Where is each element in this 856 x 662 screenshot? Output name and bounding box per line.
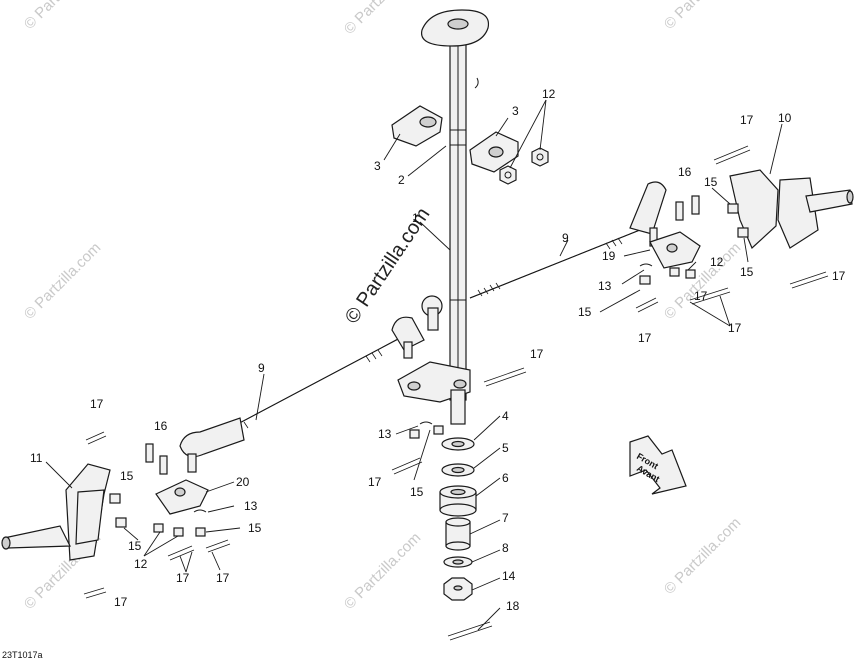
column-bottom-stack xyxy=(439,437,477,601)
callout-17: 17 xyxy=(176,571,190,585)
callout-17: 17 xyxy=(832,269,846,283)
callout-17: 17 xyxy=(90,397,104,411)
callout-16: 16 xyxy=(154,419,168,433)
callout-12: 12 xyxy=(710,255,724,269)
callout-16: 16 xyxy=(678,165,692,179)
small-hardware xyxy=(109,203,749,537)
tie-rod-left xyxy=(179,307,439,473)
callout-13: 13 xyxy=(598,279,612,293)
callout-9: 9 xyxy=(258,361,265,375)
callout-12: 12 xyxy=(134,557,148,571)
callout-13: 13 xyxy=(378,427,392,441)
callout-15: 15 xyxy=(128,539,142,553)
callout-17: 17 xyxy=(216,571,230,585)
callout-15: 15 xyxy=(740,265,754,279)
callout-6: 6 xyxy=(502,471,509,485)
callout-17: 17 xyxy=(638,331,652,345)
callouts: 1 2 3 3 12 17 10 16 15 9 19 12 15 13 17 … xyxy=(30,87,846,613)
callout-15: 15 xyxy=(120,469,134,483)
leader-lines xyxy=(45,99,783,631)
callout-11: 11 xyxy=(30,451,43,465)
callout-17: 17 xyxy=(740,113,754,127)
watermark-group: © Partzilla.com © Partzilla.com © Partzi… xyxy=(21,0,744,613)
callout-18: 18 xyxy=(506,599,520,613)
callout-10: 10 xyxy=(778,111,792,125)
callout-8: 8 xyxy=(502,541,509,555)
front-direction-arrow: Front Avant xyxy=(629,435,687,495)
callout-17: 17 xyxy=(368,475,382,489)
callout-13: 13 xyxy=(244,499,258,513)
watermark: © Partzilla.com xyxy=(341,0,424,38)
callout-12: 12 xyxy=(542,87,556,101)
bolts-right xyxy=(675,195,700,221)
watermark: © Partzilla.com xyxy=(341,529,424,612)
callout-17: 17 xyxy=(114,595,128,609)
callout-7: 7 xyxy=(502,511,509,525)
callout-3: 3 xyxy=(374,159,381,173)
callout-15: 15 xyxy=(248,521,262,535)
reference-code: 23T1017a xyxy=(2,650,43,660)
watermark: © Partzilla.com xyxy=(661,0,744,33)
pitman-arm-right xyxy=(649,231,701,269)
watermark: © Partzilla.com xyxy=(21,239,104,322)
watermark: © Partzilla.com xyxy=(661,514,744,597)
callout-15: 15 xyxy=(410,485,424,499)
column-lower-bracket xyxy=(397,361,471,425)
watermark: © Partzilla.com xyxy=(21,0,104,33)
callout-17: 17 xyxy=(530,347,544,361)
cotter-pins xyxy=(83,145,829,641)
pitman-arm-left xyxy=(155,479,209,515)
steering-column xyxy=(420,9,490,401)
callout-19: 19 xyxy=(602,249,616,263)
callout-14: 14 xyxy=(502,569,516,583)
spindle-right xyxy=(729,169,854,250)
callout-20: 20 xyxy=(236,475,250,489)
callout-17: 17 xyxy=(728,321,742,335)
callout-17: 17 xyxy=(694,289,708,303)
callout-4: 4 xyxy=(502,409,509,423)
column-bushing xyxy=(391,105,519,173)
callout-5: 5 xyxy=(502,441,509,455)
callout-15: 15 xyxy=(704,175,718,189)
callout-2: 2 xyxy=(398,173,405,187)
callout-1: 1 xyxy=(412,211,419,225)
callout-3: 3 xyxy=(512,104,519,118)
callout-9: 9 xyxy=(562,231,569,245)
bolts-left xyxy=(145,443,168,475)
spindle-left xyxy=(1,463,111,561)
nut-pair-top xyxy=(499,147,549,185)
callout-15: 15 xyxy=(578,305,592,319)
